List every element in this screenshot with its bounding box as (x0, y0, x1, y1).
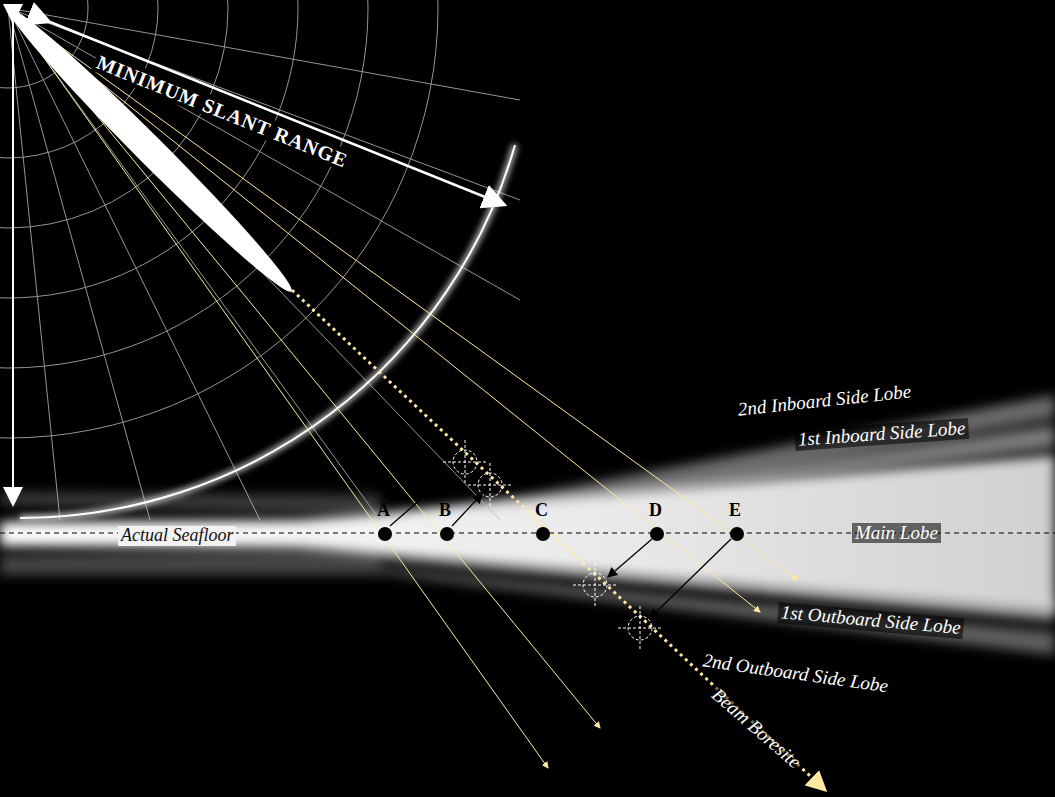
point-label: C (535, 501, 548, 521)
axis-label: Beam Boresite (705, 682, 807, 774)
lobe-label: 2nd Inboard Side Lobe (734, 381, 915, 421)
point-label: A (377, 501, 390, 521)
point-label: B (439, 501, 451, 521)
lobe-label: Main Lobe (852, 523, 941, 544)
point-label: E (729, 501, 741, 521)
point-label: D (649, 501, 662, 521)
seafloor-label: Actual Seafloor (118, 526, 236, 546)
